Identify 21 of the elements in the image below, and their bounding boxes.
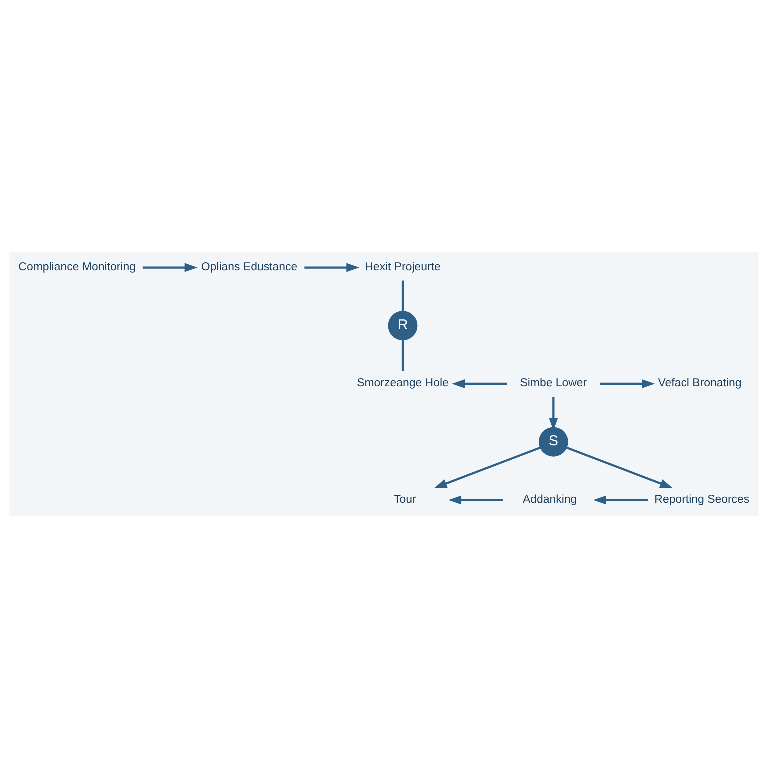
node-text: Smorzeange Hole (357, 378, 449, 390)
arrow (593, 496, 648, 505)
arrow (566, 446, 674, 488)
node-text: Reporting Seorces (654, 494, 750, 506)
connector (402, 340, 404, 372)
arrow (142, 263, 198, 272)
node-circle: R (388, 311, 418, 341)
arrow (434, 446, 541, 488)
connector (402, 280, 404, 312)
node-text: Hexit Projeurte (365, 262, 441, 274)
node-text: Addanking (522, 494, 578, 506)
node-text: Tour (394, 494, 416, 506)
node-text: Simbe Lower (520, 378, 588, 390)
node-text: Compliance Monitoring (18, 262, 136, 274)
arrow (304, 263, 360, 272)
arrow (600, 379, 656, 389)
node-circle: S (538, 427, 568, 457)
arrow (452, 379, 508, 389)
arrow (448, 496, 504, 505)
node-text: Oplians Edustance (201, 262, 298, 274)
node-text: Vefacl Bronating (658, 378, 742, 390)
